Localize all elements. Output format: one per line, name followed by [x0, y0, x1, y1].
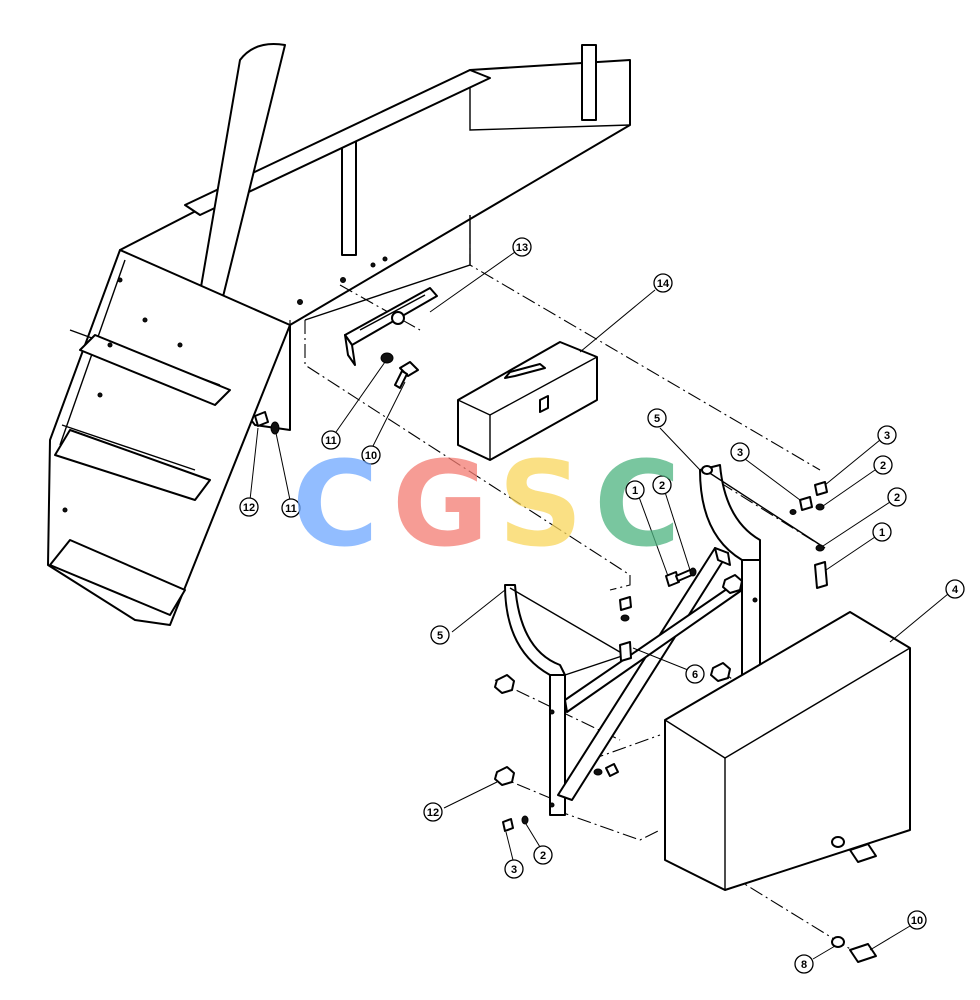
watermark-letter: G [392, 435, 489, 573]
callout-circle [945, 579, 965, 599]
callout-circle [872, 522, 892, 542]
callout-number: 5 [437, 630, 443, 642]
callout-8: 8 [794, 954, 814, 974]
callout-circle [361, 445, 381, 465]
callout-1: 1 [625, 480, 645, 500]
callout-circle [877, 425, 897, 445]
callout-number: 4 [952, 584, 959, 596]
bracket-fasteners [254, 352, 419, 435]
platform-stair-structure [47, 43, 631, 626]
hardware-fasteners [494, 465, 877, 963]
callout-number: 14 [657, 278, 670, 290]
callout-number: 1 [879, 527, 885, 539]
callout-3: 3 [877, 425, 897, 445]
callout-10: 10 [907, 910, 927, 930]
callout-number: 10 [911, 915, 923, 927]
callout-number: 13 [516, 242, 528, 254]
callout-circle [430, 625, 450, 645]
callout-10: 10 [361, 445, 381, 465]
callout-circle [281, 498, 301, 518]
callout-5: 5 [430, 625, 450, 645]
callout-number: 12 [243, 502, 255, 514]
callout-number: 3 [737, 447, 743, 459]
callout-circle [887, 487, 907, 507]
watermark-letter: S [498, 435, 583, 573]
callout-number: 2 [880, 460, 886, 472]
enclosure-box [664, 611, 911, 891]
callout-2: 2 [652, 475, 672, 495]
callout-circle [321, 430, 341, 450]
callout-circle [512, 237, 532, 257]
callout-circle [730, 442, 750, 462]
callout-circle [873, 455, 893, 475]
callout-2: 2 [873, 455, 893, 475]
callout-12: 12 [423, 802, 443, 822]
callout-12: 12 [239, 497, 259, 517]
callout-number: 12 [427, 807, 439, 819]
callout-11: 11 [321, 430, 341, 450]
watermark-letter: C [292, 435, 379, 573]
callout-number: 5 [654, 413, 660, 425]
callout-circle [423, 802, 443, 822]
callout-number: 2 [659, 480, 665, 492]
callout-circle [653, 273, 673, 293]
callout-circle [239, 497, 259, 517]
callout-circle [794, 954, 814, 974]
watermark-letter: C [594, 435, 681, 573]
callout-circle [533, 845, 553, 865]
callout-number: 6 [692, 669, 698, 681]
callout-number: 2 [894, 492, 900, 504]
callout-number: 11 [325, 435, 337, 447]
callout-circle [647, 408, 667, 428]
callout-2: 2 [887, 487, 907, 507]
callout-4: 4 [945, 579, 965, 599]
callout-number: 3 [884, 430, 890, 442]
tool-box [457, 341, 598, 461]
callout-1: 1 [872, 522, 892, 542]
callout-6: 6 [685, 664, 705, 684]
callout-number: 10 [365, 450, 377, 462]
callout-circle [685, 664, 705, 684]
callout-circle [625, 480, 645, 500]
callout-number: 1 [632, 485, 638, 497]
callout-number: 11 [285, 503, 297, 515]
callout-3: 3 [730, 442, 750, 462]
callout-13: 13 [512, 237, 532, 257]
callout-11: 11 [281, 498, 301, 518]
callout-14: 14 [653, 273, 673, 293]
callout-5: 5 [647, 408, 667, 428]
callout-number: 8 [801, 959, 807, 971]
callout-circle [652, 475, 672, 495]
callout-number: 2 [540, 850, 546, 862]
leader-lines [249, 251, 949, 960]
callout-number: 3 [511, 864, 517, 876]
callout-circle [504, 859, 524, 879]
callout-2: 2 [533, 845, 553, 865]
callout-circle [907, 910, 927, 930]
mounting-frame [504, 464, 826, 816]
mounting-bracket [344, 287, 438, 366]
callout-3: 3 [504, 859, 524, 879]
